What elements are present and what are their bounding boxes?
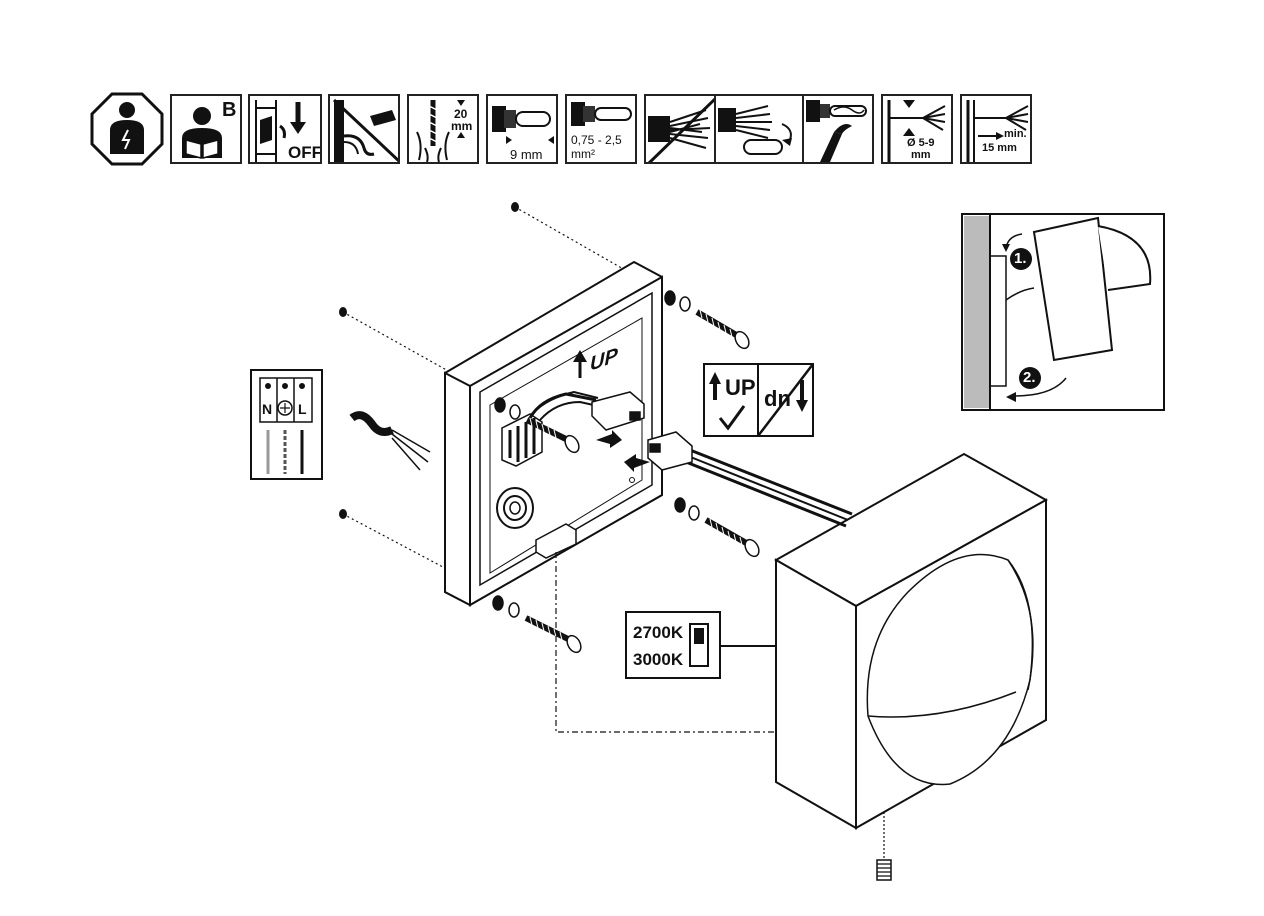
strip-length-icon: 9 mm bbox=[486, 94, 558, 164]
switch-guide-lines bbox=[555, 552, 776, 733]
tilt-instruction-inset bbox=[961, 213, 1165, 411]
terminal-neutral-label: N bbox=[262, 401, 273, 417]
inner-wires bbox=[528, 390, 599, 421]
screw-bottom-left bbox=[492, 595, 582, 654]
base-clip bbox=[535, 523, 577, 559]
terminal-wiring-inset bbox=[250, 369, 323, 480]
no-frayed-wire-icon bbox=[644, 94, 716, 164]
min-strip-value: 15 mm bbox=[982, 142, 1017, 154]
luminaire-cable bbox=[685, 448, 853, 528]
screw-mid-right bbox=[674, 497, 760, 558]
cable-diameter-value: Ø 5-9 bbox=[907, 137, 935, 149]
read-manual-icon: B bbox=[170, 94, 242, 164]
electrician-icon bbox=[90, 92, 164, 166]
no-hidden-cables-icon bbox=[328, 94, 400, 164]
orientation-down-label: dn bbox=[764, 386, 791, 411]
bottom-fixing-screw bbox=[876, 812, 892, 881]
cable-section-unit: mm² bbox=[571, 147, 595, 161]
cable-section-range: 0,75 - 2,5 bbox=[571, 133, 622, 147]
cct-2700k-label: 2700K bbox=[633, 623, 684, 642]
screw-inner-left bbox=[494, 397, 580, 454]
cable-section-icon: 0,75 - 2,5 mm² bbox=[565, 94, 637, 164]
step-2-label: 2. bbox=[1023, 369, 1036, 386]
cct-switch-box bbox=[625, 611, 721, 679]
twist-ferrule-icon bbox=[716, 94, 804, 164]
switch-off-icon: OFF bbox=[248, 94, 322, 164]
drill-depth-value: 20 bbox=[454, 107, 468, 121]
centre-grommet bbox=[496, 487, 534, 529]
supply-cable bbox=[349, 411, 431, 471]
screw-top-right bbox=[664, 290, 750, 350]
cable-diameter-unit: mm bbox=[911, 149, 931, 161]
connect-arrows-icon bbox=[596, 430, 650, 472]
orientation-up-label: UP bbox=[725, 375, 756, 400]
luminaire-connector bbox=[647, 431, 693, 471]
wall-anchor-points bbox=[339, 202, 519, 519]
strip-length-label: 9 mm bbox=[510, 147, 543, 162]
reader-letter: B bbox=[222, 99, 237, 121]
step-1-label: 1. bbox=[1014, 250, 1027, 267]
terminal-block bbox=[501, 413, 543, 467]
drill-depth-unit: mm bbox=[451, 119, 473, 133]
terminal-live-label: L bbox=[298, 401, 307, 417]
min-strip-icon: min. 15 mm bbox=[960, 94, 1032, 164]
cct-3000k-label: 3000K bbox=[633, 650, 684, 669]
switch-state-label: OFF bbox=[288, 143, 322, 162]
inner-connector bbox=[591, 391, 645, 431]
orientation-box bbox=[703, 363, 814, 437]
drill-depth-icon: 20 mm bbox=[407, 94, 479, 164]
min-strip-prefix: min. bbox=[1004, 128, 1027, 140]
up-arrow-icon bbox=[573, 350, 587, 378]
cable-diameter-icon: Ø 5-9 mm bbox=[881, 94, 953, 164]
crimp-ferrule-icon bbox=[804, 94, 874, 164]
luminaire-diffuser bbox=[866, 553, 1034, 786]
